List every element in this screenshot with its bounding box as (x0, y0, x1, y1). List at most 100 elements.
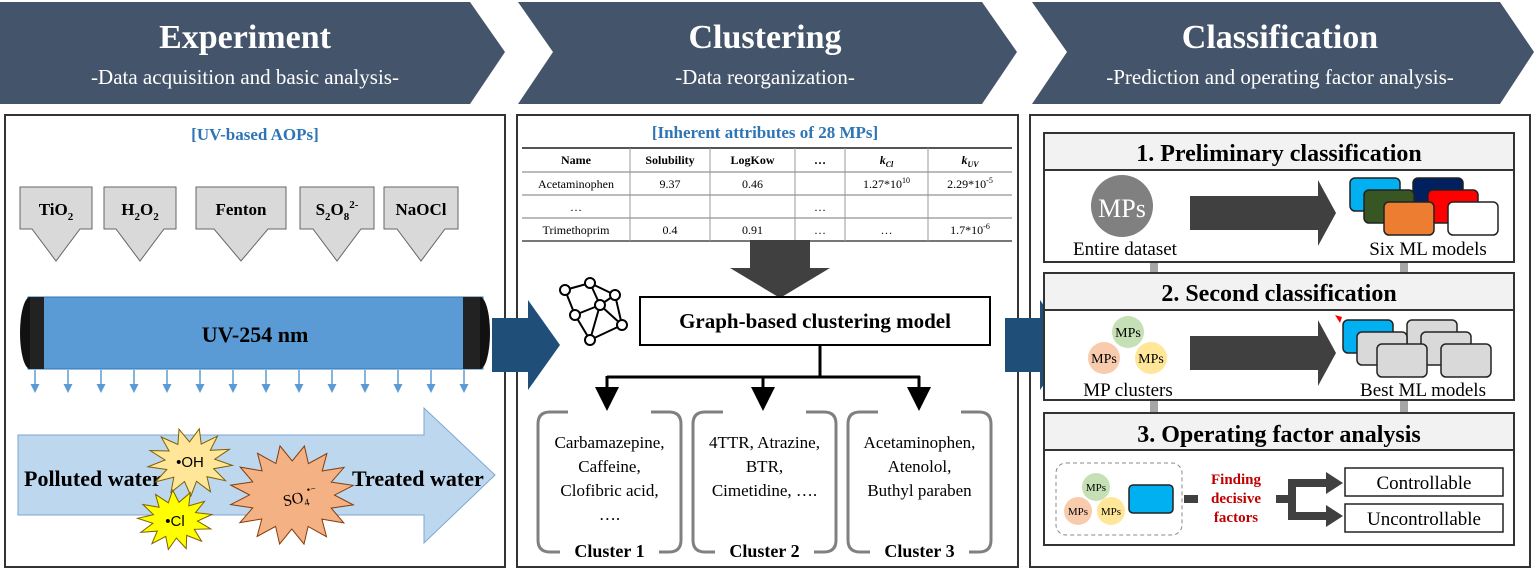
header-clustering: Clustering -Data reorganization- (518, 2, 1017, 104)
lamp-label: UV-254 nm (202, 322, 309, 347)
best-model-marker (1335, 315, 1342, 323)
svg-text:MPs: MPs (1138, 352, 1164, 367)
graph-network-icon (559, 277, 628, 346)
svg-text:MPs: MPs (1091, 352, 1117, 367)
cluster-member: Buthyl paraben (867, 481, 972, 500)
svg-text:S2O82-: S2O82- (316, 199, 359, 223)
cluster-member: Carbamazepine, (555, 433, 665, 452)
table-cell: 2.29*10-5 (947, 176, 993, 191)
svg-text:TiO2: TiO2 (39, 200, 74, 223)
cluster-box-3: Acetaminophen, Atenolol, Buthyl parabenClu… (846, 410, 993, 561)
uv-lamp: UV-254 nm (20, 296, 490, 370)
cluster-name: Cluster 2 (729, 541, 799, 561)
finding-decisive-factors: Finding decisive factors (1211, 472, 1262, 526)
svg-text:MPs: MPs (1098, 194, 1146, 223)
svg-text:factors: factors (1214, 510, 1258, 526)
cluster-member: BTR, (746, 457, 783, 476)
header-experiment: Experiment -Data acquisition and basic a… (0, 2, 505, 104)
header-subtitle: -Prediction and operating factor analysi… (1106, 65, 1454, 89)
attributes-table: Name Solubility LogKow … kCl kUV Acetaminophen… (522, 147, 1012, 242)
cluster-member: Acetaminophen, (864, 433, 976, 452)
table-header-cell: kUV (961, 153, 979, 169)
cluster-tree (595, 345, 931, 411)
best-model-box (1128, 484, 1174, 514)
svg-text:•Cl: •Cl (165, 513, 184, 530)
section-operating-factor: 3. Operating factor analysis MPs MPs MPs… (1043, 412, 1515, 546)
table-cell: 1.7*10-6 (950, 222, 990, 237)
table-header-cell: kCl (880, 153, 894, 169)
table-cell: … (881, 223, 893, 237)
process-arrow (1190, 320, 1336, 386)
so4-radical: SO4•− (229, 444, 355, 546)
cl-radical: •Cl (135, 488, 214, 551)
controllable-label: Controllable (1377, 473, 1472, 494)
table-cell: 1.27*1010 (863, 176, 910, 191)
table-cell: 0.4 (663, 223, 678, 237)
best-ml-models (1342, 319, 1492, 378)
experiment-title: [UV-based AOPs] (191, 125, 319, 144)
cluster-box-2: 4TTR, Atrazine, BTR, Cimetidine, …. Cluster… (691, 410, 838, 561)
oh-radical: •OH (145, 427, 235, 498)
header-classification: Classification -Prediction and operating… (1032, 2, 1534, 104)
entire-dataset-label: Entire dataset (1073, 239, 1178, 260)
cluster-member: 4TTR, Atrazine, (709, 433, 820, 452)
cluster-name: Cluster 3 (884, 541, 954, 561)
section-connectors (1150, 262, 1408, 413)
section-second: 2. Second classification MPs MPs MPs MP … (1043, 272, 1515, 401)
table-header-cell: Solubility (645, 153, 694, 167)
svg-text:NaOCl: NaOCl (396, 200, 447, 219)
table-cell: … (570, 200, 582, 214)
cluster-boxes: Carbamazepine,Caffeine,Clofibric acid,….… (536, 410, 993, 561)
reagent-persulfate: S2O82- (299, 186, 375, 262)
six-ml-models-label: Six ML models (1369, 239, 1487, 260)
clustering-title: [Inherent attributes of 28 MPs] (652, 123, 878, 142)
svg-text:MPs: MPs (1068, 506, 1088, 518)
svg-text:H2O2: H2O2 (121, 200, 159, 223)
reagent-arrows: TiO2 H2O2 Fenton S2O82- NaOCl (19, 186, 459, 262)
cluster-member: Cimetidine, …. (712, 481, 817, 500)
svg-text:decisive: decisive (1211, 491, 1261, 507)
table-cell: … (814, 200, 826, 214)
table-header-cell: Name (561, 153, 592, 167)
svg-text:MPs: MPs (1101, 506, 1121, 518)
mp-circles-small: MPs MPs MPs (1064, 473, 1125, 525)
section-title: 1. Preliminary classification (1136, 141, 1422, 167)
svg-text:MPs: MPs (1086, 482, 1106, 494)
uv-rays (30, 370, 469, 393)
svg-text:SO4•−: SO4•− (281, 483, 320, 513)
svg-text:Fenton: Fenton (216, 200, 268, 219)
svg-text:MPs: MPs (1115, 326, 1141, 341)
cluster-name: Cluster 1 (574, 541, 644, 561)
reagent-tio2: TiO2 (19, 186, 93, 262)
section-title: 3. Operating factor analysis (1137, 422, 1421, 448)
cluster-member: Caffeine, (578, 457, 640, 476)
uncontrollable-box (1344, 503, 1504, 533)
clustering-model-label: Graph-based clustering model (679, 309, 951, 333)
table-header-cell: … (814, 153, 826, 167)
controllable-box (1344, 467, 1504, 497)
cluster-member: …. (599, 505, 620, 524)
section-preliminary: 1. Preliminary classification MPs Entire… (1043, 132, 1515, 263)
cluster-member: Atenolol, (888, 457, 952, 476)
table-cell: Acetaminophen (538, 177, 614, 191)
six-ml-models (1349, 177, 1499, 236)
mp-cluster-circles: MPs MPs MPs (1088, 316, 1167, 374)
inlet-label: Polluted water (24, 466, 162, 491)
table-cell: … (814, 223, 826, 237)
table-cell: 9.37 (660, 177, 681, 191)
mps-circle (1091, 175, 1153, 237)
flow-arrow-1 (492, 300, 560, 390)
header-title: Classification (1182, 19, 1379, 56)
reagent-h2o2: H2O2 (103, 186, 177, 262)
svg-text:Finding: Finding (1211, 472, 1262, 488)
down-arrow (730, 240, 830, 298)
uncontrollable-label: Uncontrollable (1367, 509, 1481, 530)
header-title: Clustering (689, 19, 842, 56)
reagent-fenton: Fenton (195, 186, 287, 262)
table-header-cell: LogKow (730, 153, 774, 167)
process-arrow (1190, 180, 1336, 246)
mp-clusters-label: MP clusters (1083, 380, 1173, 401)
best-ml-models-label: Best ML models (1360, 380, 1486, 401)
clustering-model-box (639, 296, 991, 346)
